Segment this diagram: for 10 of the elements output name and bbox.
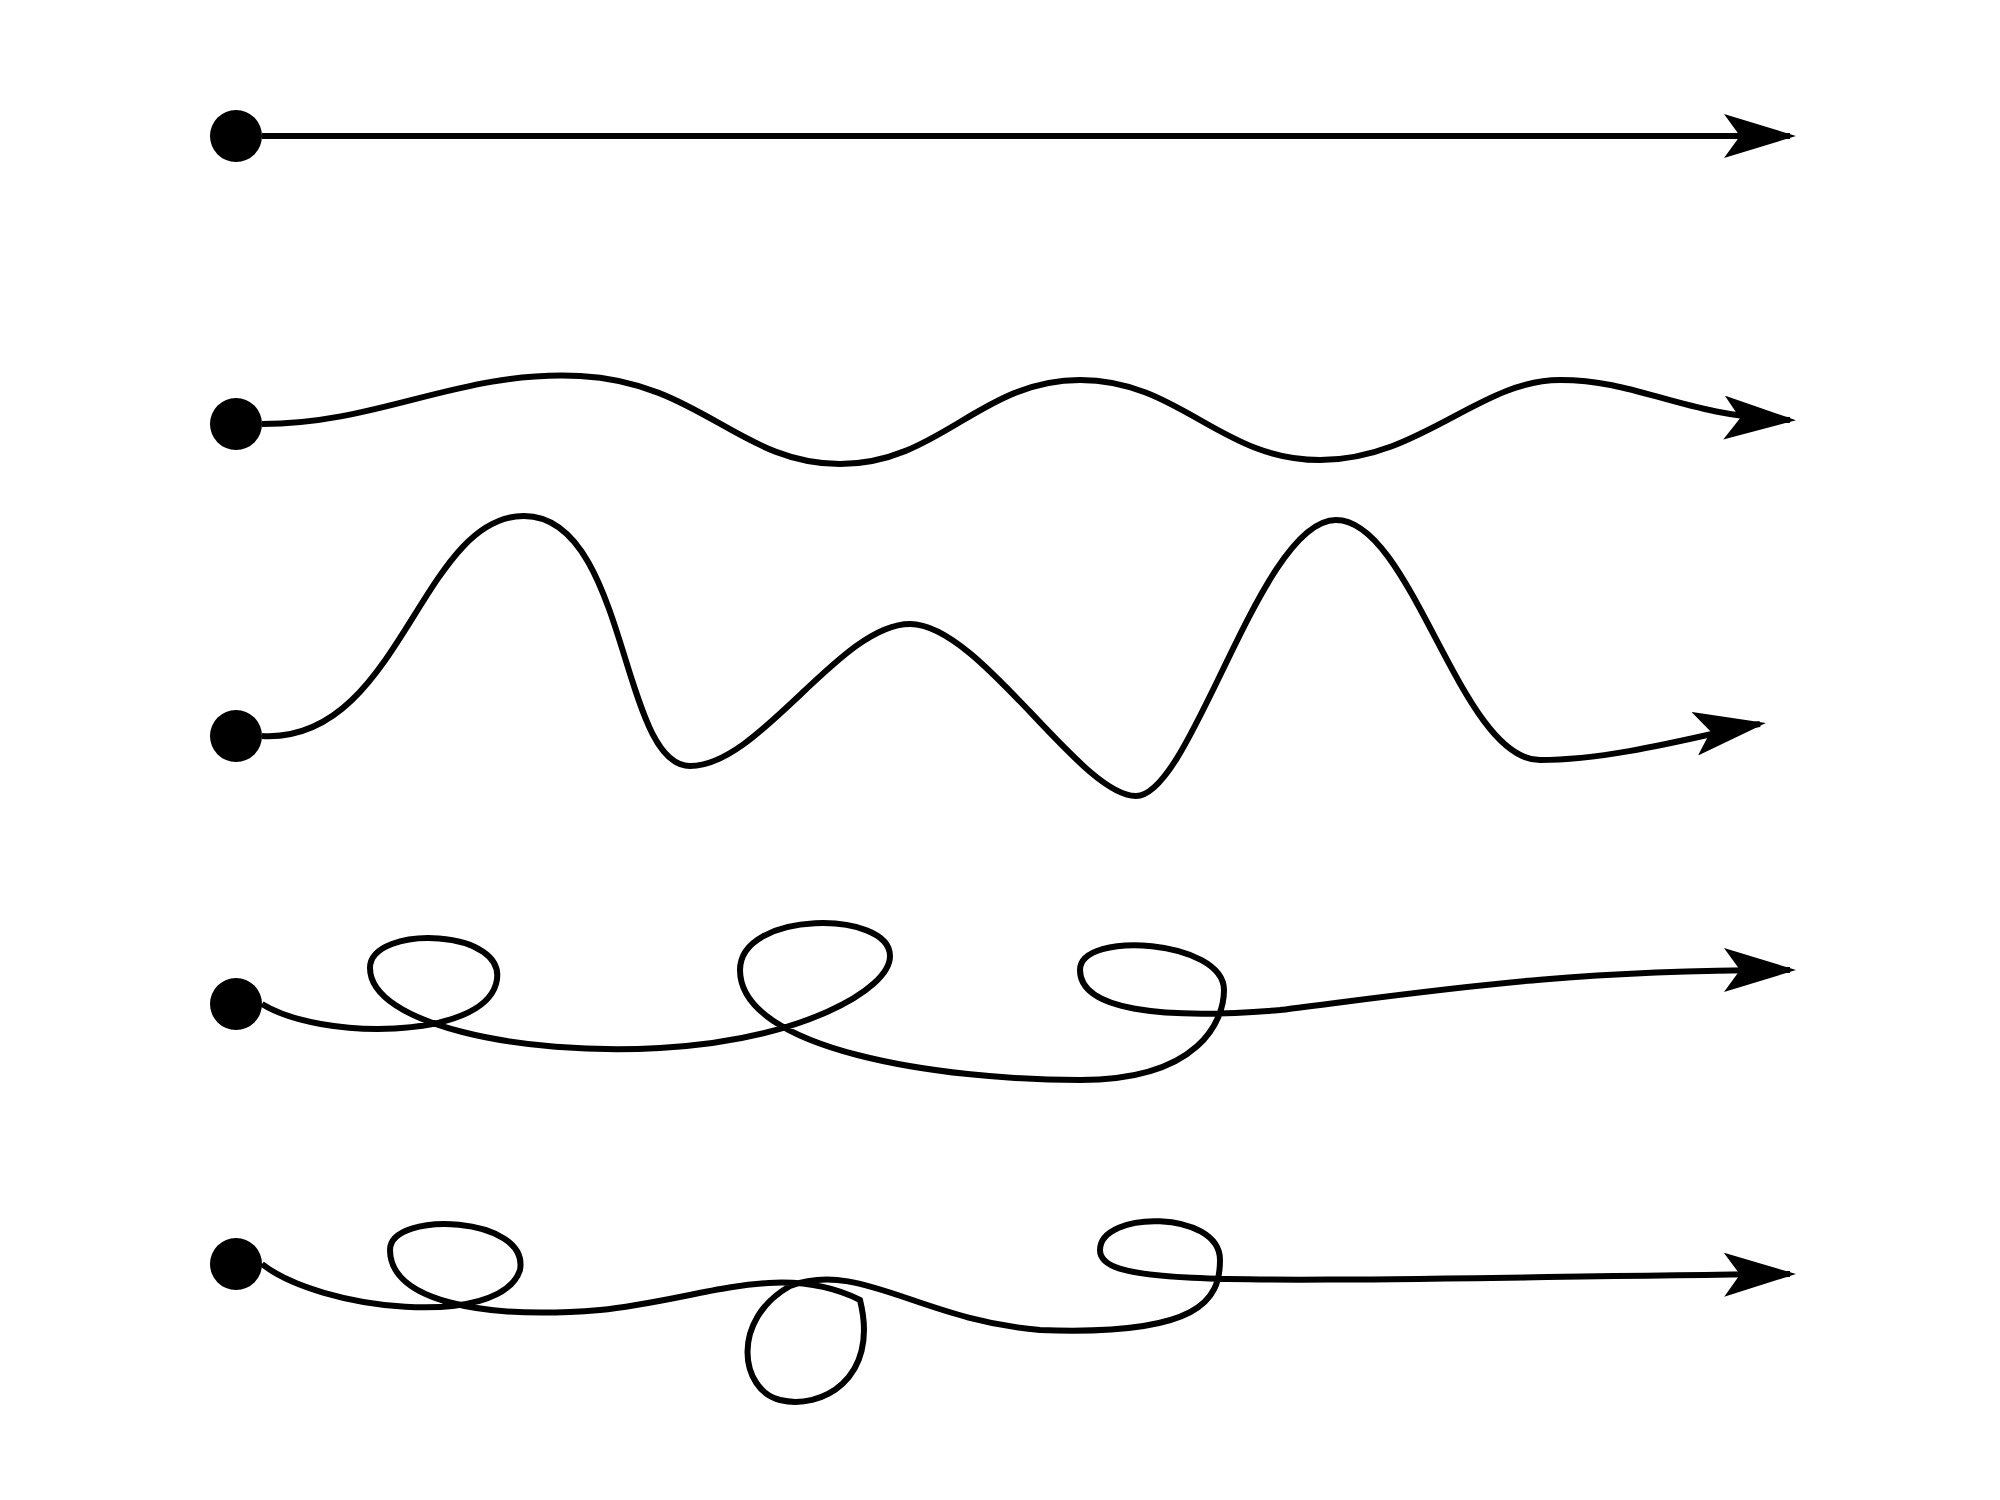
start-dot [210,710,262,762]
arrow [262,114,1796,158]
arrow [260,920,1796,1083]
start-dot [210,1238,262,1290]
start-dot [210,398,262,450]
arrow [261,513,1766,799]
arrow [261,372,1796,467]
arrow [260,1218,1796,1405]
start-dot [210,110,262,162]
start-dot [210,978,262,1030]
